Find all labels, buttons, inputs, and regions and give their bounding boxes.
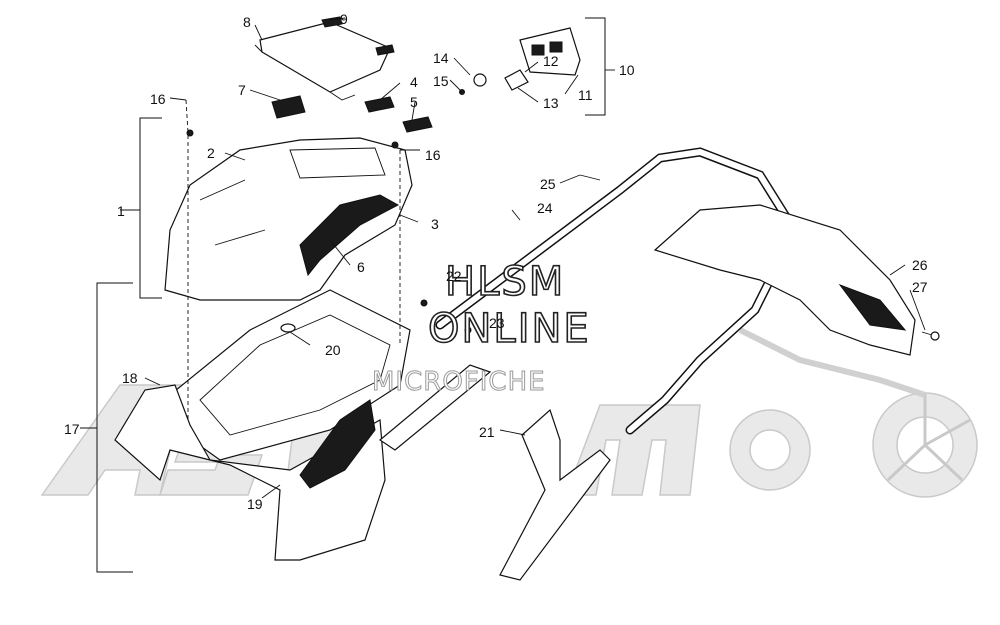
callout-5: 5 bbox=[410, 94, 418, 110]
part-18-19-side-panels bbox=[114, 384, 386, 561]
callout-16-left: 16 bbox=[150, 91, 166, 107]
part-2-seat-cover bbox=[164, 137, 413, 301]
part-8-plate bbox=[254, 21, 391, 101]
callout-13: 13 bbox=[543, 95, 559, 111]
callout-17: 17 bbox=[64, 421, 80, 437]
leader-lines bbox=[144, 17, 926, 499]
callout-9: 9 bbox=[340, 11, 348, 27]
watermark-line-2: ONLINE bbox=[428, 306, 591, 352]
callout-12: 12 bbox=[543, 53, 559, 69]
callout-24: 24 bbox=[537, 200, 553, 216]
callout-6: 6 bbox=[357, 259, 365, 275]
callout-15: 15 bbox=[433, 73, 449, 89]
callout-14: 14 bbox=[433, 50, 449, 66]
site-watermark: HLSM ONLINE MICROFICHE bbox=[372, 258, 591, 397]
callout-11: 11 bbox=[578, 87, 593, 103]
watermark-line-3: MICROFICHE bbox=[372, 367, 546, 397]
part-10-tail-light bbox=[504, 27, 581, 91]
callout-25: 25 bbox=[540, 176, 556, 192]
callout-19: 19 bbox=[247, 496, 263, 512]
callout-10: 10 bbox=[619, 62, 635, 78]
group-brackets bbox=[80, 17, 615, 573]
decals-7-4-5 bbox=[271, 95, 433, 133]
callout-23: 23 bbox=[489, 315, 505, 331]
callout-22: 22 bbox=[446, 268, 462, 284]
part-26-rear-flap bbox=[653, 204, 916, 356]
callout-4: 4 bbox=[410, 74, 418, 90]
hardware-fasteners bbox=[186, 73, 940, 341]
callout-16-right: 16 bbox=[425, 147, 441, 163]
callout-7: 7 bbox=[238, 82, 246, 98]
callout-26: 26 bbox=[912, 257, 928, 273]
callout-21: 21 bbox=[479, 424, 495, 440]
callout-1: 1 bbox=[117, 203, 125, 219]
callout-3: 3 bbox=[431, 216, 439, 232]
callout-18: 18 bbox=[122, 370, 138, 386]
callout-27: 27 bbox=[912, 279, 928, 295]
part-21-rails bbox=[378, 364, 611, 581]
callout-20: 20 bbox=[325, 342, 341, 358]
watermark-line-1: HLSM bbox=[445, 259, 565, 305]
callout-2: 2 bbox=[207, 145, 215, 161]
callout-8: 8 bbox=[243, 14, 251, 30]
callout-labels: 1 2 3 4 5 6 7 8 9 10 11 12 13 14 15 16 1… bbox=[64, 11, 928, 512]
